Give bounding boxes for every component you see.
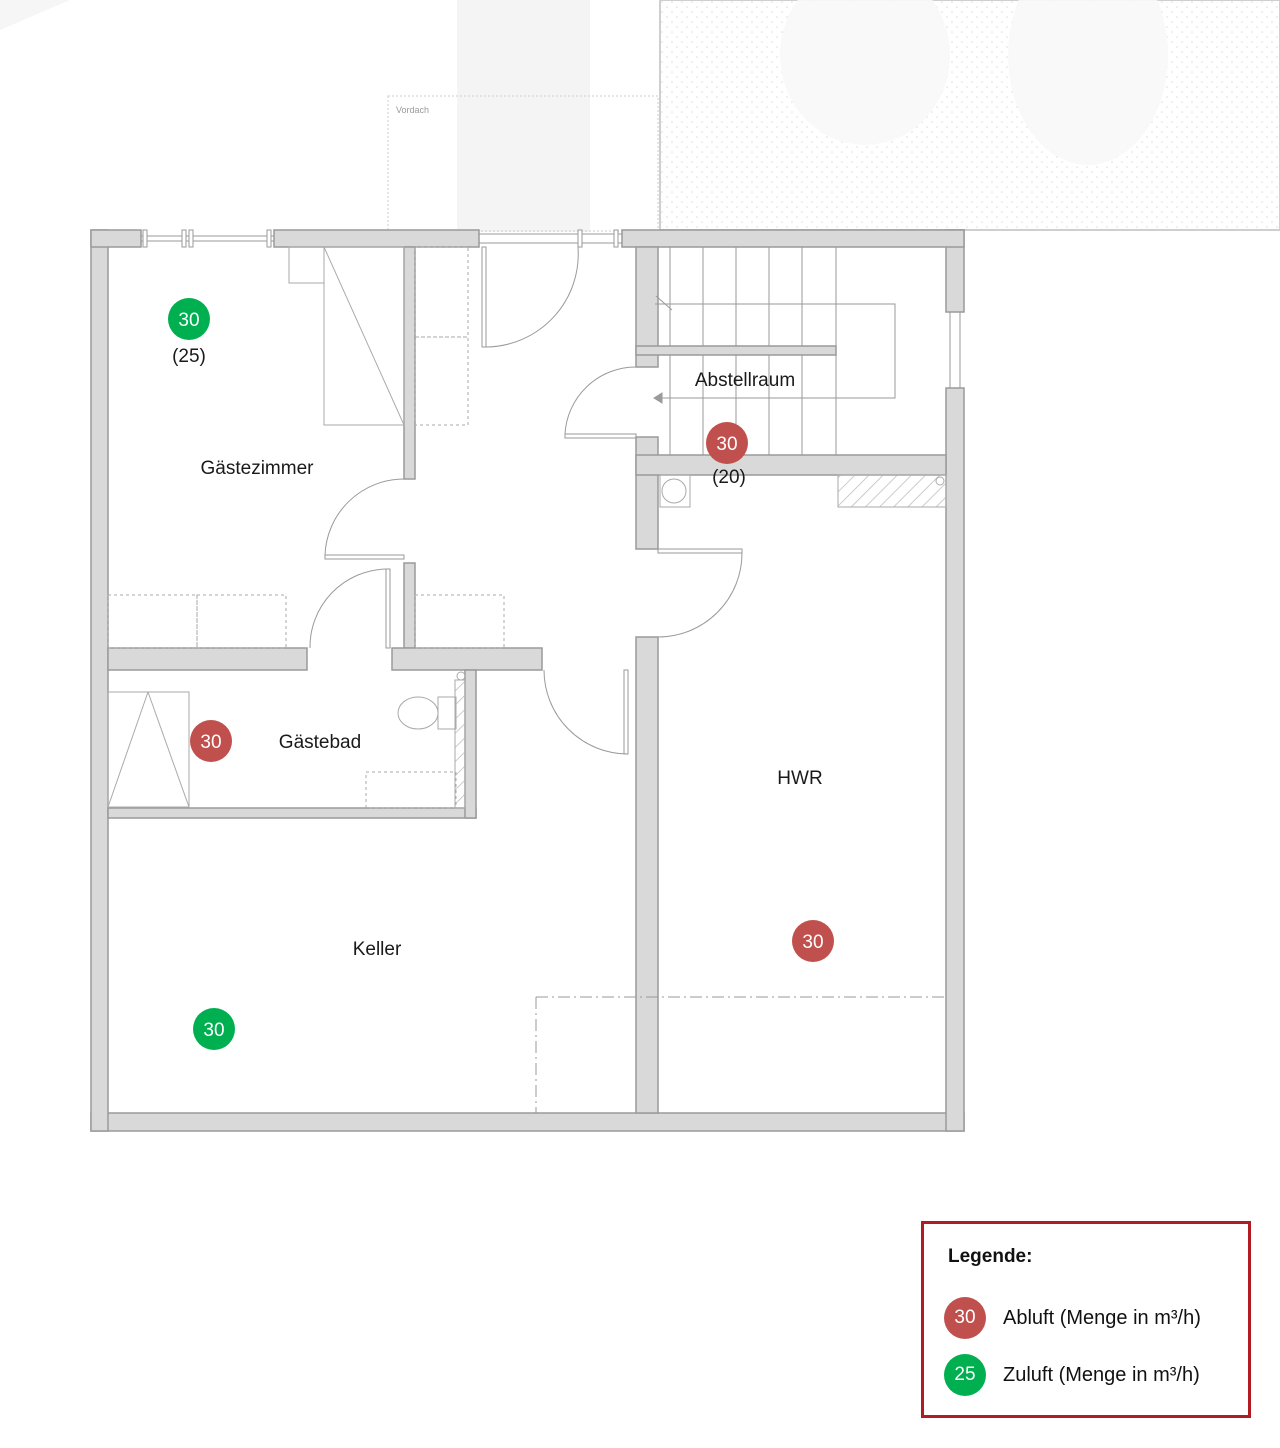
legend-exhaust-dot: 30 (944, 1297, 986, 1339)
exhaust-marker-hwr: 30 (792, 920, 834, 962)
canopy: Vordach (387, 95, 659, 232)
marker-value: 30 (716, 434, 737, 455)
marker-value: 30 (200, 732, 221, 753)
legend-box: Legende: 30 Abluft (Menge in m³/h) 25 Zu… (921, 1221, 1251, 1418)
exhaust-marker-gaestebad: 30 (190, 720, 232, 762)
doors (309, 246, 743, 755)
legend-supply-dot: 25 (944, 1354, 986, 1396)
outer-walls (90, 229, 965, 1132)
background-shading (0, 0, 590, 232)
canopy-label: Vordach (396, 105, 429, 115)
fixtures (107, 246, 947, 809)
marker-note-abstellraum: (20) (712, 467, 746, 488)
room-label-keller: Keller (353, 939, 402, 960)
room-label-gaestezimmer: Gästezimmer (201, 458, 315, 479)
room-label-hwr: HWR (777, 768, 822, 789)
dash-dot-lines (535, 996, 946, 1113)
legend-row-exhaust: 30 Abluft (Menge in m³/h) (944, 1297, 1201, 1339)
marker-value: 30 (203, 1020, 224, 1041)
marker-value: 30 (178, 310, 199, 331)
room-label-abstellraum: Abstellraum (695, 370, 795, 391)
windows (141, 229, 961, 388)
exhaust-marker-abstellraum: 30 (706, 422, 748, 464)
legend-exhaust-label: Abluft (Menge in m³/h) (1003, 1306, 1201, 1329)
marker-value: 30 (802, 932, 823, 953)
legend-title: Legende: (948, 1246, 1033, 1267)
terrace-area (659, 0, 1280, 231)
room-label-gaestebad: Gästebad (279, 732, 361, 753)
supply-marker-keller: 30 (193, 1008, 235, 1050)
supply-marker-gaestezimmer: 30 (168, 298, 210, 340)
marker-note-gaestezimmer: (25) (172, 346, 206, 367)
interior-walls (107, 246, 947, 1114)
legend-row-supply: 25 Zuluft (Menge in m³/h) (944, 1354, 1200, 1396)
legend-supply-label: Zuluft (Menge in m³/h) (1003, 1363, 1200, 1386)
